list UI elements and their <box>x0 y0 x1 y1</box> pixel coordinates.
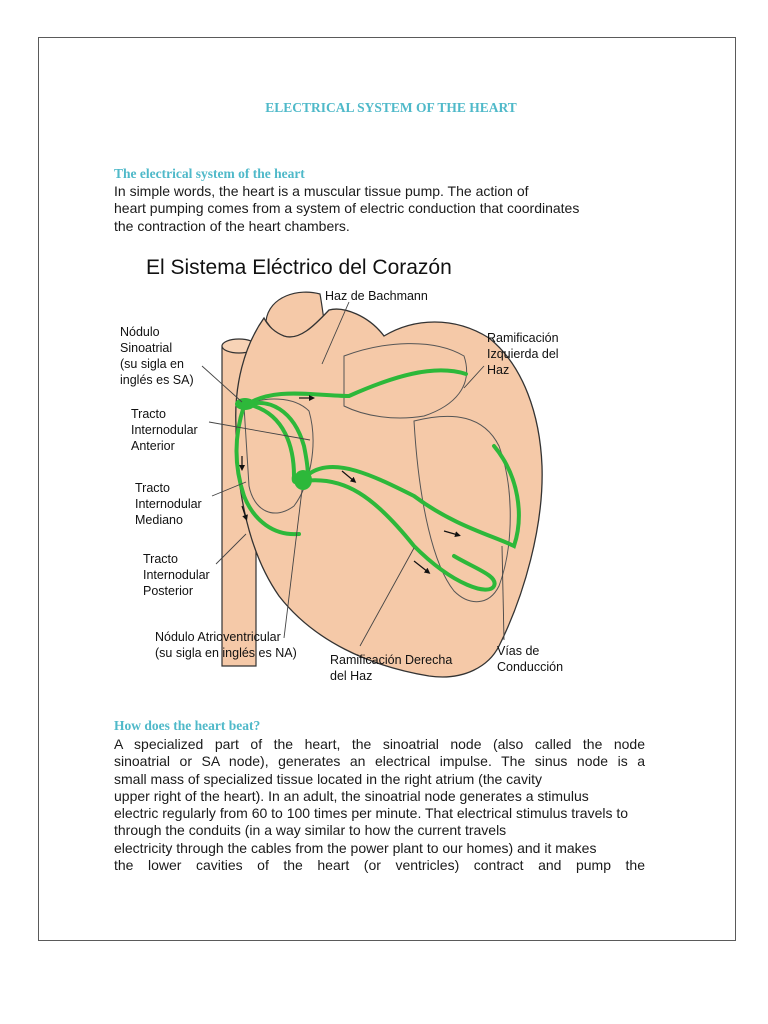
label-line: Posterior <box>143 584 193 598</box>
label-line: Conducción <box>497 660 563 674</box>
label-posterior-tract: Tracto Internodular Posterior <box>143 552 210 598</box>
label-line: Tracto <box>143 552 178 566</box>
paragraph-line: through the conduits (in a way similar t… <box>114 822 507 839</box>
paragraph-line: electric regularly from 60 to 100 times … <box>114 805 629 822</box>
label-line: Tracto <box>135 481 170 495</box>
section-heading-how-heart-beats: How does the heart beat? <box>114 718 261 733</box>
label-line: del Haz <box>330 669 372 683</box>
impulse-arrow <box>341 470 357 483</box>
label-line: (su sigla en inglés es NA) <box>155 646 297 660</box>
label-left-bundle: Ramificación Izquierda del Haz <box>487 331 559 377</box>
label-line: Sinoatrial <box>120 341 172 355</box>
leader-line <box>211 481 247 497</box>
label-line: Mediano <box>135 513 183 527</box>
paragraph-line: heart pumping comes from a system of ele… <box>114 200 580 217</box>
leader-line <box>501 545 505 641</box>
conduction-pathways <box>234 368 521 592</box>
right-chamber-outline <box>243 398 314 514</box>
diagram-title: El Sistema Eléctrico del Corazón <box>146 256 452 279</box>
label-line: Tracto <box>131 407 166 421</box>
label-line: Internodular <box>143 568 210 582</box>
impulse-arrow <box>413 560 431 574</box>
right-bundle-path <box>302 478 497 592</box>
label-sa-node: Nódulo Sinoatrial (su sigla en inglés es… <box>120 325 194 387</box>
label-line: Ramificación Derecha <box>330 653 452 667</box>
label-line: Anterior <box>131 439 175 453</box>
paragraph-line: small mass of specialized tissue located… <box>114 770 542 787</box>
label-av-node: Nódulo Atrioventricular (su sigla en ing… <box>155 630 297 660</box>
leader-line <box>321 301 350 365</box>
paragraph-intro: In simple words, the heart is a muscular… <box>114 183 614 235</box>
anterior-tract-path <box>234 404 301 537</box>
label-line: (su sigla en <box>120 357 184 371</box>
label-line: inglés es SA) <box>120 373 194 387</box>
leader-line <box>208 421 311 441</box>
paragraph-line: sinoatrial or SA node), generates an ele… <box>114 753 645 770</box>
label-anterior-tract: Tracto Internodular Anterior <box>131 407 198 453</box>
paragraph-line: upper right of the heart). In an adult, … <box>114 787 589 804</box>
heart-conduction-diagram: El Sistema Eléctrico del Corazón <box>94 246 594 690</box>
left-atrium-outline <box>343 343 468 419</box>
label-line: Vías de <box>497 644 539 658</box>
bachmann-bundle-path <box>242 368 468 408</box>
left-ventricle-outline <box>413 415 511 603</box>
impulse-arrow <box>241 505 248 521</box>
label-line: Haz <box>487 363 509 377</box>
paragraph-line: the lower cavities of the heart (or vent… <box>114 857 645 874</box>
label-bachmann-bundle: Haz de Bachmann <box>325 289 428 303</box>
label-line: Ramificación <box>487 331 559 345</box>
page-frame <box>38 37 736 941</box>
document-title: ELECTRICAL SYSTEM OF THE HEART <box>265 100 517 115</box>
paragraph-line: A specialized part of the heart, the sin… <box>114 736 645 752</box>
leader-line <box>201 365 243 403</box>
label-line: Internodular <box>131 423 198 437</box>
impulse-arrows <box>239 395 461 574</box>
leader-line <box>283 489 303 639</box>
impulse-arrow <box>443 530 461 538</box>
leader-line <box>215 533 247 565</box>
av-node <box>294 470 312 490</box>
label-right-bundle: Ramificación Derecha del Haz <box>330 653 452 683</box>
leader-line <box>463 365 485 389</box>
sa-node <box>235 398 255 410</box>
label-conduction-paths: Vías de Conducción <box>497 644 563 674</box>
label-line: Izquierda del <box>487 347 559 361</box>
label-line: Nódulo <box>120 325 160 339</box>
leader-line <box>359 547 415 647</box>
label-line: Nódulo Atrioventricular <box>155 630 281 644</box>
leader-lines <box>201 301 505 647</box>
paragraph-line: In simple words, the heart is a muscular… <box>114 183 529 199</box>
paragraph-line: the contraction of the heart chambers. <box>114 217 350 234</box>
paragraph-line: electricity through the cables from the … <box>114 839 597 856</box>
label-line: Internodular <box>135 497 202 511</box>
paragraph-heartbeat: A specialized part of the heart, the sin… <box>114 736 645 874</box>
section-heading-electrical-system: The electrical system of the heart <box>114 166 305 181</box>
label-middle-tract: Tracto Internodular Mediano <box>135 481 202 527</box>
left-bundle-path <box>307 444 521 549</box>
